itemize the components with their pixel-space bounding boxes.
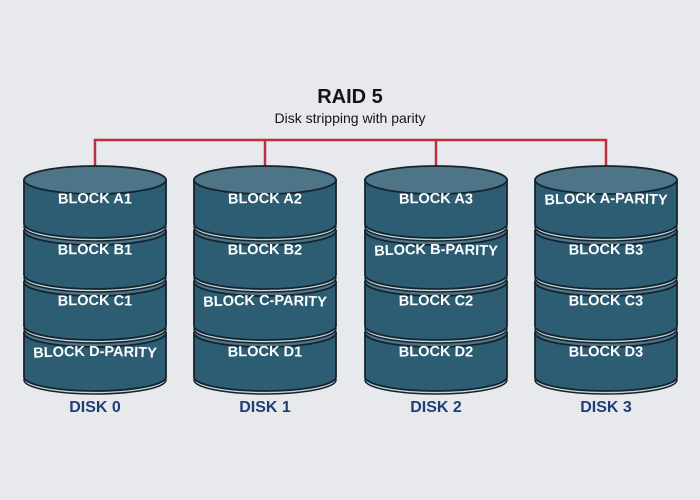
platter-body bbox=[193, 332, 337, 392]
block-label-text: BLOCK C1 bbox=[58, 293, 133, 310]
block-label: BLOCK B3 bbox=[569, 242, 644, 259]
block-label-text: BLOCK A2 bbox=[228, 191, 302, 208]
block-label-text: BLOCK D1 bbox=[228, 344, 303, 361]
platter-body bbox=[23, 281, 167, 341]
block-label-text: BLOCK D3 bbox=[569, 344, 644, 361]
platter-top bbox=[364, 165, 508, 195]
block-platter: BLOCK D-PARITY bbox=[23, 318, 167, 395]
block-label-text: BLOCK D2 bbox=[399, 344, 474, 361]
platter-top bbox=[534, 165, 678, 195]
diagram-title: RAID 5 bbox=[317, 86, 383, 108]
block-label-text: BLOCK A-PARITY bbox=[544, 191, 668, 209]
disk-label: DISK 1 bbox=[239, 399, 291, 416]
block-label: BLOCK D3 bbox=[569, 344, 644, 361]
platter-body bbox=[193, 281, 337, 341]
block-label: BLOCK B2 bbox=[228, 242, 303, 259]
block-label-text: BLOCK C3 bbox=[569, 293, 644, 310]
block-label-text: BLOCK B1 bbox=[58, 242, 133, 259]
platter-body bbox=[23, 179, 167, 239]
block-label-text: BLOCK B2 bbox=[228, 242, 303, 259]
block-label: BLOCK C2 bbox=[399, 293, 474, 310]
block-label: BLOCK D1 bbox=[228, 344, 303, 361]
block-platter: BLOCK B1 bbox=[23, 216, 167, 293]
platter-body bbox=[364, 230, 508, 290]
platter-top bbox=[23, 165, 167, 195]
block-label: BLOCK B-PARITY bbox=[374, 242, 499, 260]
platter-top bbox=[193, 165, 337, 195]
disk-label: DISK 0 bbox=[69, 399, 121, 416]
block-label-text: BLOCK D-PARITY bbox=[33, 344, 158, 362]
block-label-text: BLOCK C-PARITY bbox=[203, 293, 328, 311]
block-label: BLOCK A1 bbox=[58, 191, 132, 208]
block-platter: BLOCK A2 bbox=[193, 165, 337, 242]
block-label: BLOCK C1 bbox=[58, 293, 133, 310]
disk-label: DISK 3 bbox=[580, 399, 632, 416]
disk-stack: BLOCK D1 BLOCK C-PARITY BLOCK B2 BLOCK A2 DI… bbox=[193, 165, 337, 416]
block-platter: BLOCK A1 bbox=[23, 165, 167, 242]
block-label-text: BLOCK C2 bbox=[399, 293, 474, 310]
block-label: BLOCK D-PARITY bbox=[33, 344, 158, 362]
platter-body bbox=[534, 281, 678, 341]
platter-body bbox=[23, 230, 167, 290]
platter-body bbox=[193, 230, 337, 290]
disk-label: DISK 2 bbox=[410, 399, 462, 416]
diagram-subtitle: Disk stripping with parity bbox=[274, 110, 426, 126]
disk-stack: BLOCK D2 BLOCK C2 BLOCK B-PARITY BLOCK A3 DI… bbox=[364, 165, 508, 416]
block-label-text: BLOCK A3 bbox=[399, 191, 473, 208]
block-label: BLOCK A2 bbox=[228, 191, 302, 208]
block-label: BLOCK A-PARITY bbox=[544, 191, 668, 209]
platter-body bbox=[364, 332, 508, 392]
block-label-text: BLOCK B3 bbox=[569, 242, 644, 259]
block-platter: BLOCK A3 bbox=[364, 165, 508, 242]
block-platter: BLOCK D3 bbox=[534, 318, 678, 395]
platter-body bbox=[534, 332, 678, 392]
platter-body bbox=[534, 179, 678, 239]
platter-body bbox=[23, 332, 167, 392]
block-label: BLOCK A3 bbox=[399, 191, 473, 208]
parity-connector bbox=[93, 138, 608, 180]
platter-body bbox=[364, 179, 508, 239]
platter-body bbox=[364, 281, 508, 341]
platter-body bbox=[193, 179, 337, 239]
block-platter: BLOCK A-PARITY bbox=[534, 165, 678, 242]
block-label: BLOCK C-PARITY bbox=[203, 293, 328, 311]
platter-body bbox=[534, 230, 678, 290]
disk-stack: BLOCK D3 BLOCK C3 BLOCK B3 BLOCK A-PARITY DI… bbox=[534, 165, 678, 416]
block-label-text: BLOCK A1 bbox=[58, 191, 132, 208]
block-label-text: BLOCK B-PARITY bbox=[374, 242, 499, 260]
block-label: BLOCK C3 bbox=[569, 293, 644, 310]
block-label: BLOCK B1 bbox=[58, 242, 133, 259]
block-label: BLOCK D2 bbox=[399, 344, 474, 361]
disk-stack: BLOCK D-PARITY BLOCK C1 BLOCK B1 BLOCK A1 DI… bbox=[23, 165, 167, 416]
